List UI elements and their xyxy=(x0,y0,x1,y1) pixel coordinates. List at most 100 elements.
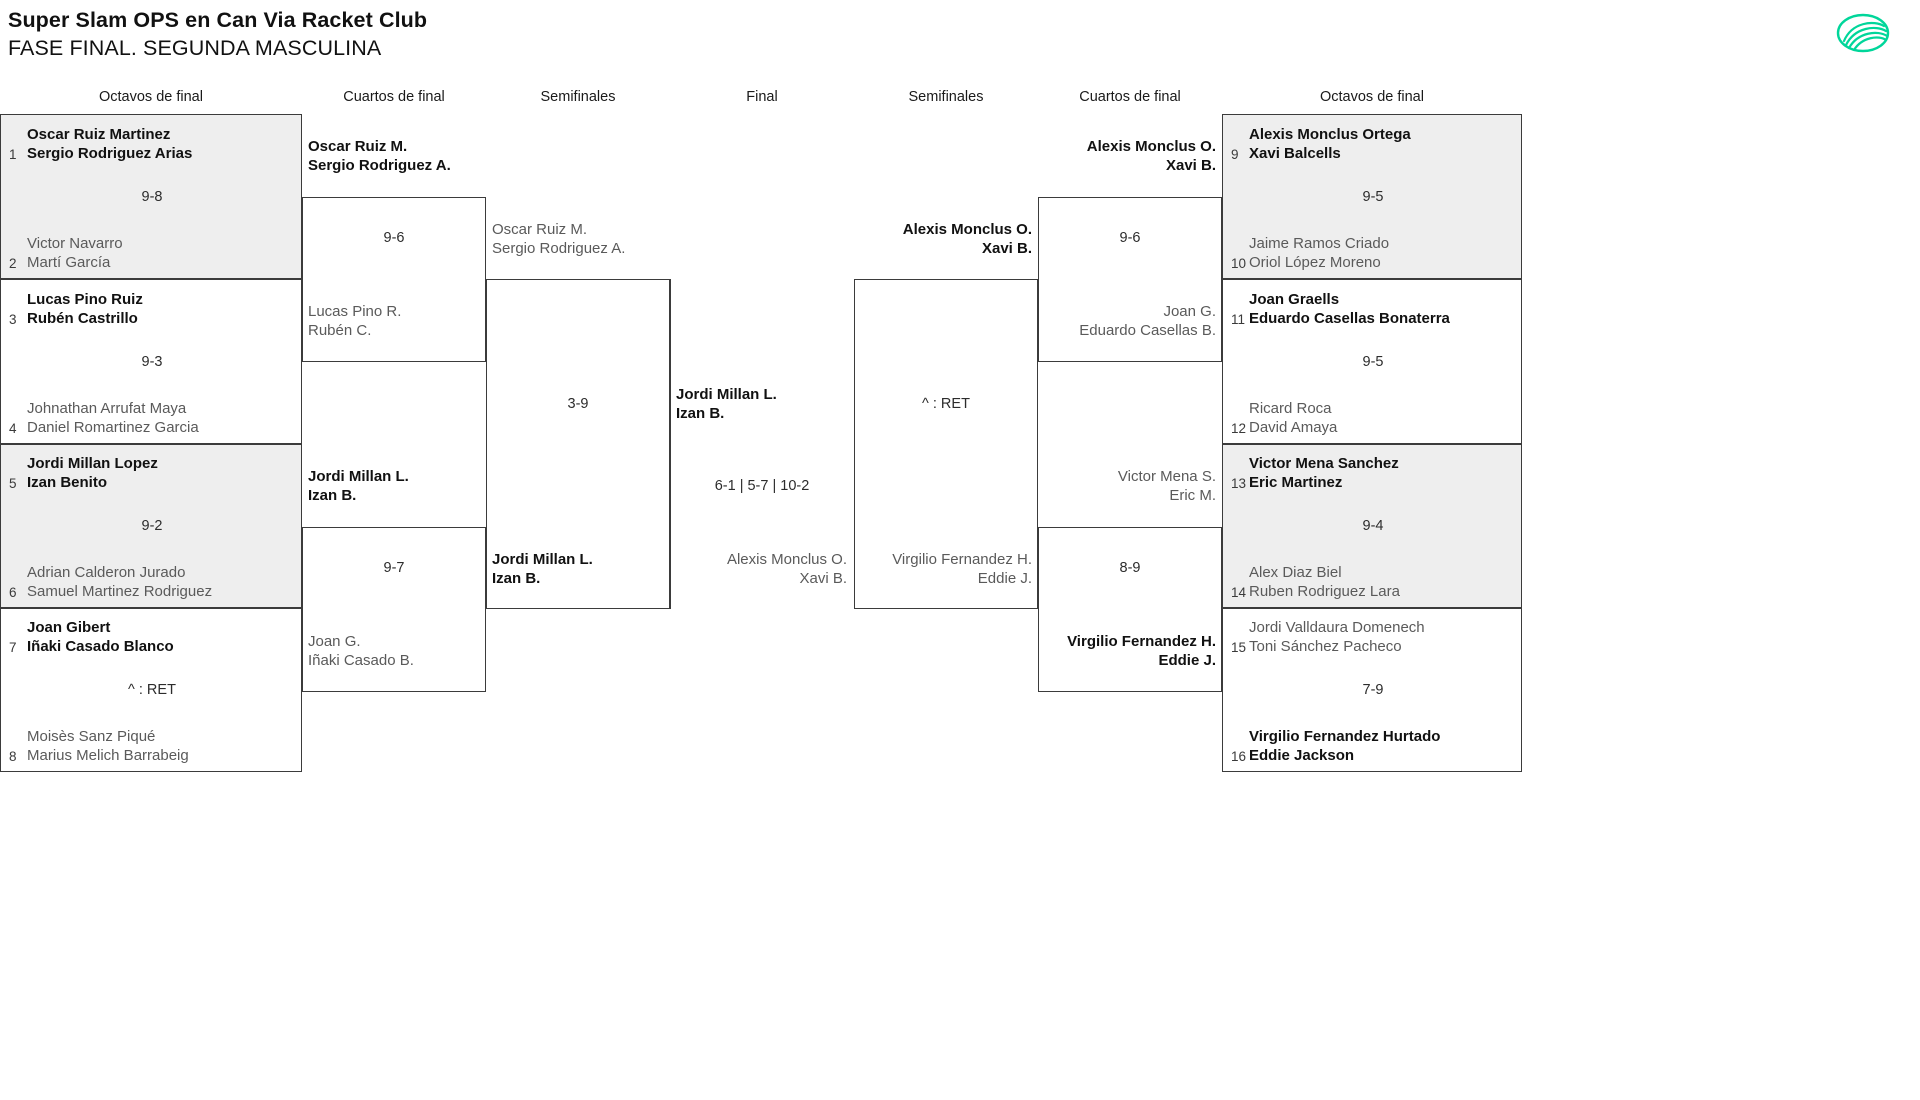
player-name: Joan Gibert xyxy=(27,619,111,636)
match-score: 9-5 xyxy=(1362,189,1384,205)
round-heading-final: Final xyxy=(746,89,778,105)
team-bottom: Virgilio Fernandez Hurtado Eddie Jackson xyxy=(1249,727,1440,765)
page-title: Super Slam OPS en Can Via Racket Club FA… xyxy=(8,6,427,63)
player-name: Victor Navarro xyxy=(27,235,123,252)
player-name: Adrian Calderon Jurado xyxy=(27,564,186,581)
seed-number: 9 xyxy=(1231,147,1239,162)
match-right-r16-2[interactable]: 11 Joan Graells Eduardo Casellas Bonater… xyxy=(1222,279,1522,444)
team-bottom: Victor Navarro Martí García xyxy=(27,234,123,272)
match-right-r16-4[interactable]: 15 Jordi Valldaura Domenech Toni Sánchez… xyxy=(1222,608,1522,772)
match-right-r16-1[interactable]: 9 Alexis Monclus Ortega Xavi Balcells 9-… xyxy=(1222,114,1522,279)
player-name: Xavi B. xyxy=(1165,157,1216,175)
qf-left-1-top-team: Oscar Ruiz M. Sergio Rodriguez A. xyxy=(308,137,451,175)
team-bottom: Ricard Roca David Amaya xyxy=(1249,399,1337,437)
player-name: Jordi Millan Lopez xyxy=(27,455,158,472)
round-heading-right-r16: Octavos de final xyxy=(1320,89,1424,105)
match-left-sf[interactable] xyxy=(486,279,670,609)
seed-number: 6 xyxy=(9,585,17,600)
player-name: Izan Benito xyxy=(27,474,108,492)
tournament-name: Super Slam OPS en Can Via Racket Club xyxy=(8,8,428,32)
player-name: Virgilio Fernandez H. xyxy=(892,551,1032,568)
match-score: 9-3 xyxy=(141,354,163,370)
match-score: 9-5 xyxy=(1362,354,1384,370)
team-top: Alexis Monclus Ortega Xavi Balcells xyxy=(1249,125,1411,163)
player-name: Rubén Castrillo xyxy=(27,310,138,328)
player-name: Eric Martinez xyxy=(1249,474,1343,492)
player-name: Victor Mena Sanchez xyxy=(1249,455,1399,472)
qf-left-2-bottom-team: Joan G. Iñaki Casado B. xyxy=(308,632,414,670)
player-name: Xavi Balcells xyxy=(1249,145,1341,163)
player-name: Izan B. xyxy=(308,487,357,505)
round-heading-right-sf: Semifinales xyxy=(908,89,984,105)
qf-left-2-top-team: Jordi Millan L. Izan B. xyxy=(308,467,409,505)
seed-number: 5 xyxy=(9,476,17,491)
qf-right-2-bottom-team: Virgilio Fernandez H. Eddie J. xyxy=(1038,632,1216,670)
qf-left-1-bottom-team: Lucas Pino R. Rubén C. xyxy=(308,302,401,340)
match-left-r16-4[interactable]: 7 Joan Gibert Iñaki Casado Blanco ^ : RE… xyxy=(0,608,302,772)
player-name: Eduardo Casellas B. xyxy=(1079,322,1216,340)
player-name: Eddie J. xyxy=(1158,652,1216,670)
player-name: Samuel Martinez Rodriguez xyxy=(27,583,213,601)
match-left-qf-2[interactable] xyxy=(302,527,486,692)
player-name: Jaime Ramos Criado xyxy=(1249,235,1390,252)
seed-number: 8 xyxy=(9,749,17,764)
seed-number: 13 xyxy=(1231,476,1247,491)
player-name: Marius Melich Barrabeig xyxy=(27,747,189,765)
player-name: Victor Mena S. xyxy=(1117,468,1216,485)
final-divider xyxy=(670,279,671,609)
player-name: Virgilio Fernandez H. xyxy=(1067,633,1216,650)
match-right-sf[interactable] xyxy=(854,279,1038,609)
player-name: Xavi B. xyxy=(981,240,1032,258)
player-name: David Amaya xyxy=(1249,419,1338,437)
player-name: Iñaki Casado B. xyxy=(308,652,414,670)
match-left-r16-1[interactable]: 1 Oscar Ruiz Martinez Sergio Rodriguez A… xyxy=(0,114,302,279)
player-name: Oscar Ruiz M. xyxy=(308,138,408,155)
player-name: Sergio Rodriguez A. xyxy=(492,240,626,258)
tournament-logo-icon xyxy=(1824,10,1902,56)
player-name: Moisès Sanz Piqué xyxy=(27,728,156,745)
match-left-r16-3[interactable]: 5 Jordi Millan Lopez Izan Benito 9-2 6 A… xyxy=(0,444,302,608)
team-bottom: Johnathan Arrufat Maya Daniel Romartinez… xyxy=(27,399,199,437)
sf-right-top-team: Alexis Monclus O. Xavi B. xyxy=(854,220,1032,258)
player-name: Sergio Rodriguez A. xyxy=(308,157,451,175)
player-name: Eduardo Casellas Bonaterra xyxy=(1249,310,1450,328)
sf-left-bottom-team: Jordi Millan L. Izan B. xyxy=(492,550,593,588)
player-name: Izan B. xyxy=(676,405,725,423)
round-heading-left-qf: Cuartos de final xyxy=(343,89,445,105)
player-name: Xavi B. xyxy=(799,570,847,588)
team-bottom: Adrian Calderon Jurado Samuel Martinez R… xyxy=(27,563,212,601)
match-score: 9-4 xyxy=(1362,518,1384,534)
match-right-qf-1[interactable] xyxy=(1038,197,1222,362)
seed-number: 3 xyxy=(9,312,17,327)
player-name: Joan Graells xyxy=(1249,291,1340,308)
match-score: 8-9 xyxy=(1119,560,1141,576)
match-score: 7-9 xyxy=(1362,682,1384,698)
match-left-qf-1[interactable] xyxy=(302,197,486,362)
player-name: Eric M. xyxy=(1169,487,1216,505)
round-heading-left-r16: Octavos de final xyxy=(99,89,203,105)
match-score: 9-2 xyxy=(141,518,163,534)
team-top: Victor Mena Sanchez Eric Martinez xyxy=(1249,454,1399,492)
player-name: Rubén C. xyxy=(308,322,372,340)
match-score: 3-9 xyxy=(567,396,589,412)
player-name: Virgilio Fernandez Hurtado xyxy=(1249,728,1441,745)
player-name: Johnathan Arrufat Maya xyxy=(27,400,187,417)
player-name: Oriol López Moreno xyxy=(1249,254,1381,272)
sf-left-top-team: Oscar Ruiz M. Sergio Rodriguez A. xyxy=(492,220,625,258)
match-left-r16-2[interactable]: 3 Lucas Pino Ruiz Rubén Castrillo 9-3 4 … xyxy=(0,279,302,444)
player-name: Alex Diaz Biel xyxy=(1249,564,1342,581)
seed-number: 10 xyxy=(1231,256,1247,271)
match-right-qf-2[interactable] xyxy=(1038,527,1222,692)
player-name: Jordi Millan L. xyxy=(308,468,409,485)
match-score: 9-6 xyxy=(1119,230,1141,246)
player-name: Eddie J. xyxy=(977,570,1032,588)
seed-number: 12 xyxy=(1231,421,1247,436)
player-name: Sergio Rodriguez Arias xyxy=(27,145,193,163)
sf-right-bottom-team: Virgilio Fernandez H. Eddie J. xyxy=(854,550,1032,588)
match-score: 9-8 xyxy=(141,189,163,205)
player-name: Alexis Monclus Ortega xyxy=(1249,126,1411,143)
team-top: Jordi Valldaura Domenech Toni Sánchez Pa… xyxy=(1249,618,1425,656)
player-name: Lucas Pino R. xyxy=(308,303,402,320)
match-right-r16-3[interactable]: 13 Victor Mena Sanchez Eric Martinez 9-4… xyxy=(1222,444,1522,608)
